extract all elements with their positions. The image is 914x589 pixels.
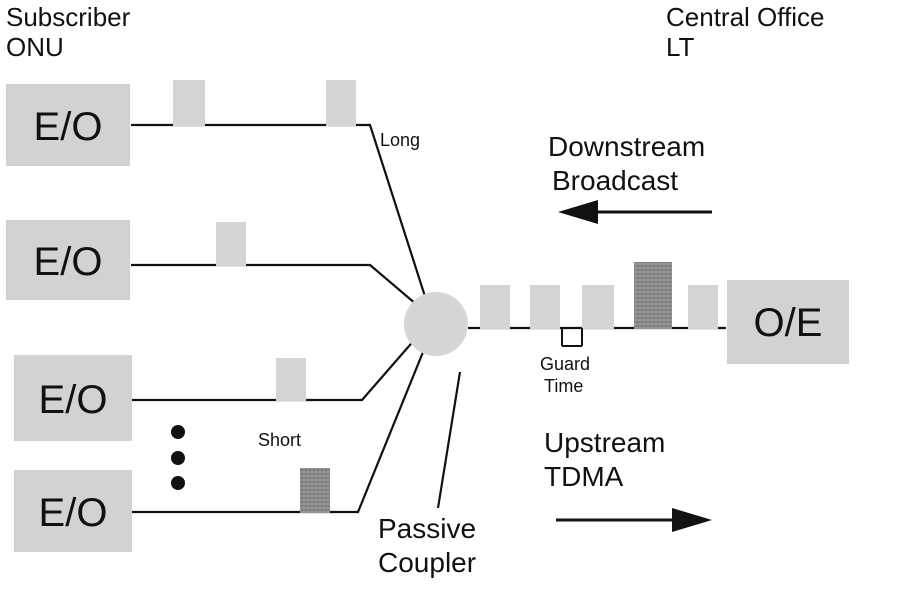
onu-box-4: E/O	[14, 470, 132, 552]
fiber-line-3	[131, 321, 431, 402]
pulse-line1-b	[326, 80, 356, 126]
trunk-pulses	[480, 262, 718, 329]
ellipsis-dot	[171, 451, 185, 465]
onu-box-label: E/O	[34, 105, 103, 149]
central-office-heading: Central Office LT	[666, 2, 824, 62]
passive-coupler-label-2: Coupler	[378, 547, 476, 578]
trunk-pulse-2	[530, 285, 560, 329]
subscriber-title: Subscriber	[6, 2, 131, 32]
pulse-line1-a	[173, 80, 205, 126]
onu-box-3: E/O	[14, 355, 132, 441]
long-label: Long	[380, 130, 420, 150]
central-office-title: Central Office	[666, 2, 824, 32]
onu-box-2: E/O	[6, 220, 130, 300]
upstream-label-1: Upstream	[544, 427, 665, 458]
central-office-subtitle: LT	[666, 32, 695, 62]
pulse-line3	[276, 358, 306, 401]
passive-coupler-label-1: Passive	[378, 513, 476, 544]
trunk-pulse-3	[582, 285, 614, 329]
fiber-line-2	[131, 263, 431, 317]
lt-box-label: O/E	[754, 301, 823, 345]
upstream-label-2: TDMA	[544, 461, 624, 492]
upstream-arrow-icon	[556, 508, 712, 532]
fiber-line-1	[131, 123, 432, 313]
ellipsis-dot	[171, 476, 185, 490]
subscriber-subtitle: ONU	[6, 32, 64, 62]
downstream-arrow-icon	[558, 200, 712, 224]
guard-time-label-1: Guard	[540, 354, 590, 374]
trunk-pulse-1	[480, 285, 510, 329]
coupler-pointer	[436, 371, 462, 509]
downstream-label-1: Downstream	[548, 131, 705, 162]
more-subscribers-ellipsis	[171, 425, 185, 490]
short-label: Short	[258, 430, 301, 450]
pulse-line4	[300, 468, 330, 513]
guard-time-label-2: Time	[544, 376, 583, 396]
downstream-label-2: Broadcast	[552, 165, 678, 196]
trunk-pulse-5	[688, 285, 718, 329]
passive-coupler	[404, 292, 468, 356]
pulse-line2	[216, 222, 246, 266]
fiber-line-4	[131, 329, 434, 514]
guard-time-bracket	[561, 328, 583, 347]
subscriber-heading: Subscriber ONU	[6, 2, 131, 62]
onu-box-label: E/O	[39, 378, 108, 422]
onu-box-label: E/O	[39, 491, 108, 535]
onu-box-1: E/O	[6, 84, 130, 166]
lt-box: O/E	[727, 280, 849, 364]
onu-box-label: E/O	[34, 240, 103, 284]
trunk-pulse-4	[634, 262, 672, 329]
subscriber-pulses	[173, 80, 356, 513]
ellipsis-dot	[171, 425, 185, 439]
